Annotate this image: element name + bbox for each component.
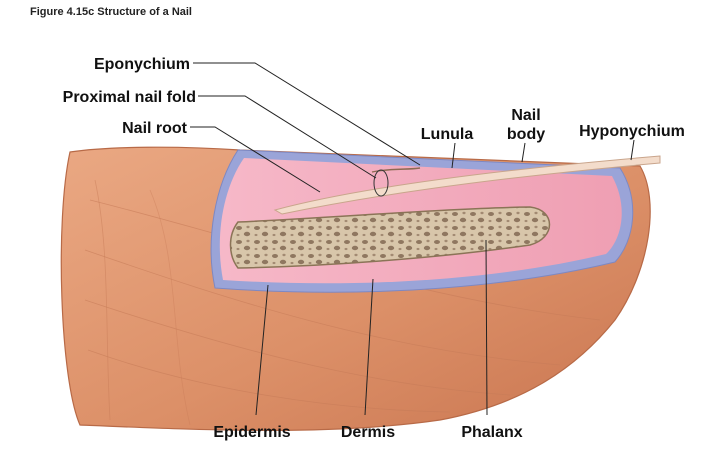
label-nail-body-line1: Nail [511, 107, 540, 124]
label-eponychium: Eponychium [94, 56, 190, 73]
eponychium-loop [373, 169, 389, 197]
hyponychium-leader [630, 139, 635, 161]
figure-caption: Figure 4.15c Structure of a Nail [30, 6, 192, 18]
epidermis-leader [255, 284, 269, 416]
label-nail-root: Nail root [122, 120, 188, 137]
dermis-leader [364, 278, 374, 416]
label-phalanx: Phalanx [461, 424, 522, 441]
label-nail-body-line2: body [507, 126, 545, 143]
lunula-leader [451, 142, 456, 169]
label-hyponychium: Hyponychium [579, 123, 685, 140]
label-lunula: Lunula [421, 126, 474, 143]
proximal-nail-fold-leader [198, 95, 377, 179]
phalanx-bone [229, 206, 551, 269]
label-proximal-nail-fold: Proximal nail fold [63, 89, 196, 106]
nail-root-leader [190, 126, 321, 193]
label-epidermis: Epidermis [213, 424, 290, 441]
phalanx-leader [485, 239, 488, 416]
proximal-fold-shape [371, 167, 421, 173]
eponychium-leader [193, 62, 421, 166]
label-dermis: Dermis [341, 424, 395, 441]
nail-plate [273, 155, 661, 215]
nail-body-leader [521, 142, 526, 163]
